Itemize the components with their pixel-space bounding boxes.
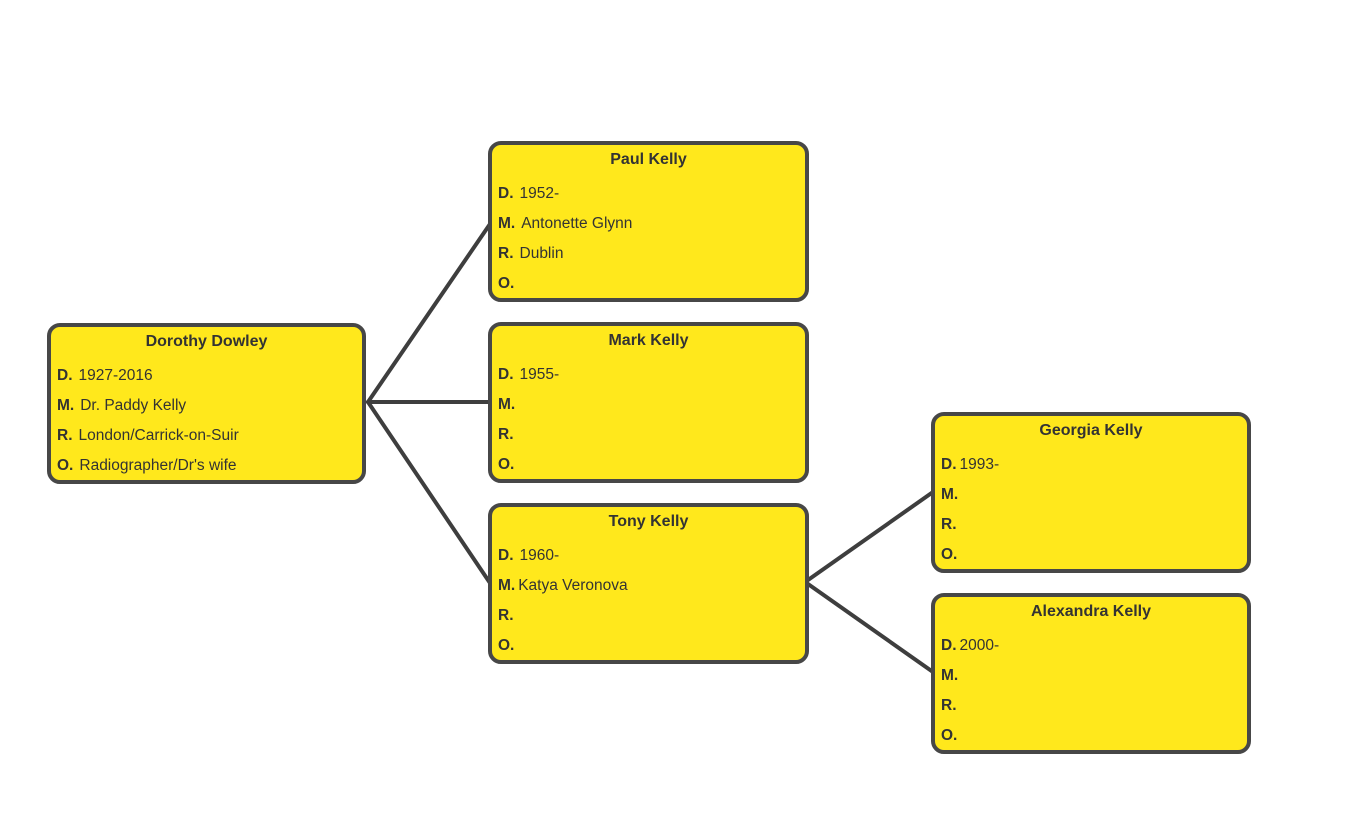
field-o: O. [941,546,958,563]
field-o: O. [498,456,515,473]
person-name: Alexandra Kelly [1030,603,1152,620]
field-m: M. [941,667,959,684]
field-d: D.1927-2016 [57,367,153,384]
person-card-tony-kelly: Tony Kelly D.1960- M.Katya Veronova R. O… [488,503,809,664]
person-card-georgia-kelly: Georgia Kelly D.1993- M. R. O. [931,412,1251,573]
connector-dorothy-tony [366,400,492,585]
field-m: M.Dr. Paddy Kelly [57,397,187,414]
field-d: D.2000- [941,637,1000,654]
field-d: D.1952- [498,185,560,202]
person-name: Mark Kelly [608,332,689,349]
field-d: D.1960- [498,547,560,564]
field-m: M.Antonette Glynn [498,215,633,232]
person-card-dorothy-dowley: Dorothy Dowley D.1927-2016 M.Dr. Paddy K… [47,323,366,484]
field-m: M. [941,486,959,503]
field-r: R. [498,426,514,443]
connector-dorothy-paul [366,222,492,404]
field-o: O. [941,727,958,744]
connector-tony-georgia [806,490,935,582]
field-d: D.1955- [498,366,560,383]
field-r: R.Dublin [498,245,564,262]
person-name: Tony Kelly [608,513,689,530]
field-o: O.Radiographer/Dr's wife [57,457,237,474]
field-m: M.Katya Veronova [498,577,628,594]
field-o: O. [498,275,515,292]
person-card-mark-kelly: Mark Kelly D.1955- M. R. O. [488,322,809,483]
person-card-paul-kelly: Paul Kelly D.1952- M.Antonette Glynn R.D… [488,141,809,302]
field-r: R. [941,516,957,533]
field-o: O. [498,637,515,654]
person-card-alexandra-kelly: Alexandra Kelly D.2000- M. R. O. [931,593,1251,754]
person-name: Dorothy Dowley [145,333,268,350]
field-m: M. [498,396,516,413]
field-r: R. [941,697,957,714]
field-r: R.London/Carrick-on-Suir [57,427,239,444]
person-name: Georgia Kelly [1039,422,1143,439]
field-d: D.1993- [941,456,1000,473]
person-name: Paul Kelly [610,151,687,168]
connector-tony-alexandra [806,582,935,674]
field-r: R. [498,607,514,624]
